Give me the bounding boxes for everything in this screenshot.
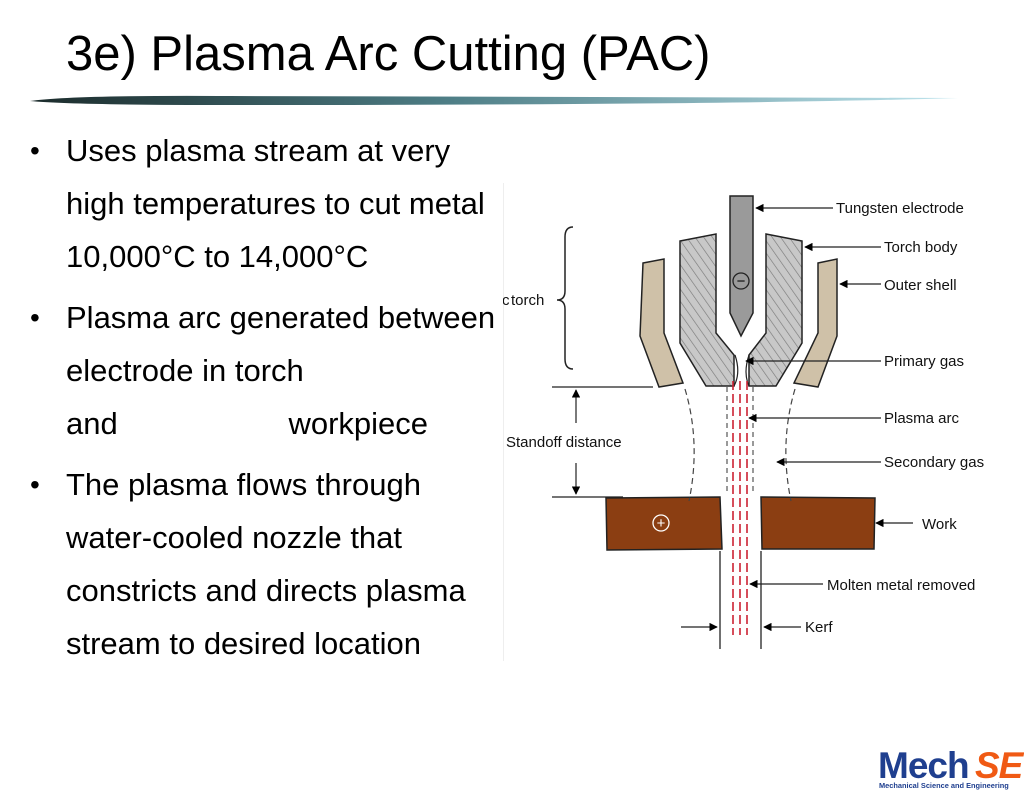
logo-mech: Mech (878, 745, 969, 786)
tungsten-electrode (729, 195, 754, 338)
logo-se: SE (975, 745, 1024, 786)
torch-body (679, 233, 803, 387)
label-tungsten-electrode: Tungsten electrode (836, 200, 964, 217)
minus-sign-icon: − (737, 273, 746, 290)
bullet-dot: • (30, 135, 40, 166)
logo-subtitle: Mechanical Science and Engineering (879, 781, 1009, 790)
label-primary-gas: Primary gas (884, 353, 964, 370)
standoff-dimension (552, 386, 653, 498)
workpiece (605, 496, 876, 551)
label-outer-shell: Outer shell (884, 277, 957, 294)
bullet-text-and: and (66, 406, 118, 441)
label-work: Work (922, 516, 957, 533)
label-torch: torch (511, 292, 544, 309)
bullet-list: • Uses plasma stream at very high temper… (26, 124, 496, 678)
label-leaders (745, 203, 913, 589)
plasma-arc (726, 381, 754, 635)
secondary-gas-flow (684, 388, 796, 502)
outer-shell (639, 258, 838, 388)
torch-brace (556, 226, 574, 370)
title-underline (30, 95, 958, 105)
label-molten-metal-removed: Molten metal removed (827, 577, 975, 594)
mechse-logo: Mech SE Mechanical Science and Engineeri… (878, 745, 1024, 790)
bullet-text: Plasma arc generated between electrode i… (66, 300, 496, 388)
label-standoff-distance: Standoff distance (506, 434, 622, 451)
label-torch-body: Torch body (884, 239, 958, 256)
bullet-item: • Uses plasma stream at very high temper… (26, 124, 496, 283)
bullet-item: • The plasma flows through water-cooled … (26, 458, 496, 670)
kerf-walls (719, 551, 762, 649)
workpiece-positive-marker (652, 514, 670, 532)
label-secondary-gas: Secondary gas (884, 454, 984, 471)
bullet-text: Uses plasma stream at very high temperat… (66, 133, 485, 274)
label-torch-clip: c (503, 292, 510, 309)
bullet-text-tail: and workpiece (66, 397, 428, 450)
bullet-dot: • (30, 302, 40, 333)
plasma-torch-diagram: − + (503, 183, 984, 661)
label-plasma-arc: Plasma arc (884, 410, 960, 427)
slide-title: 3e) Plasma Arc Cutting (PAC) (66, 27, 711, 81)
bullet-text-workpiece: workpiece (288, 406, 428, 441)
label-kerf: Kerf (805, 619, 833, 636)
plus-sign-icon: + (657, 515, 666, 532)
bullet-text: The plasma flows through water-cooled no… (66, 467, 466, 661)
bullet-item: • Plasma arc generated between electrode… (26, 291, 496, 450)
bullet-dot: • (30, 469, 40, 500)
